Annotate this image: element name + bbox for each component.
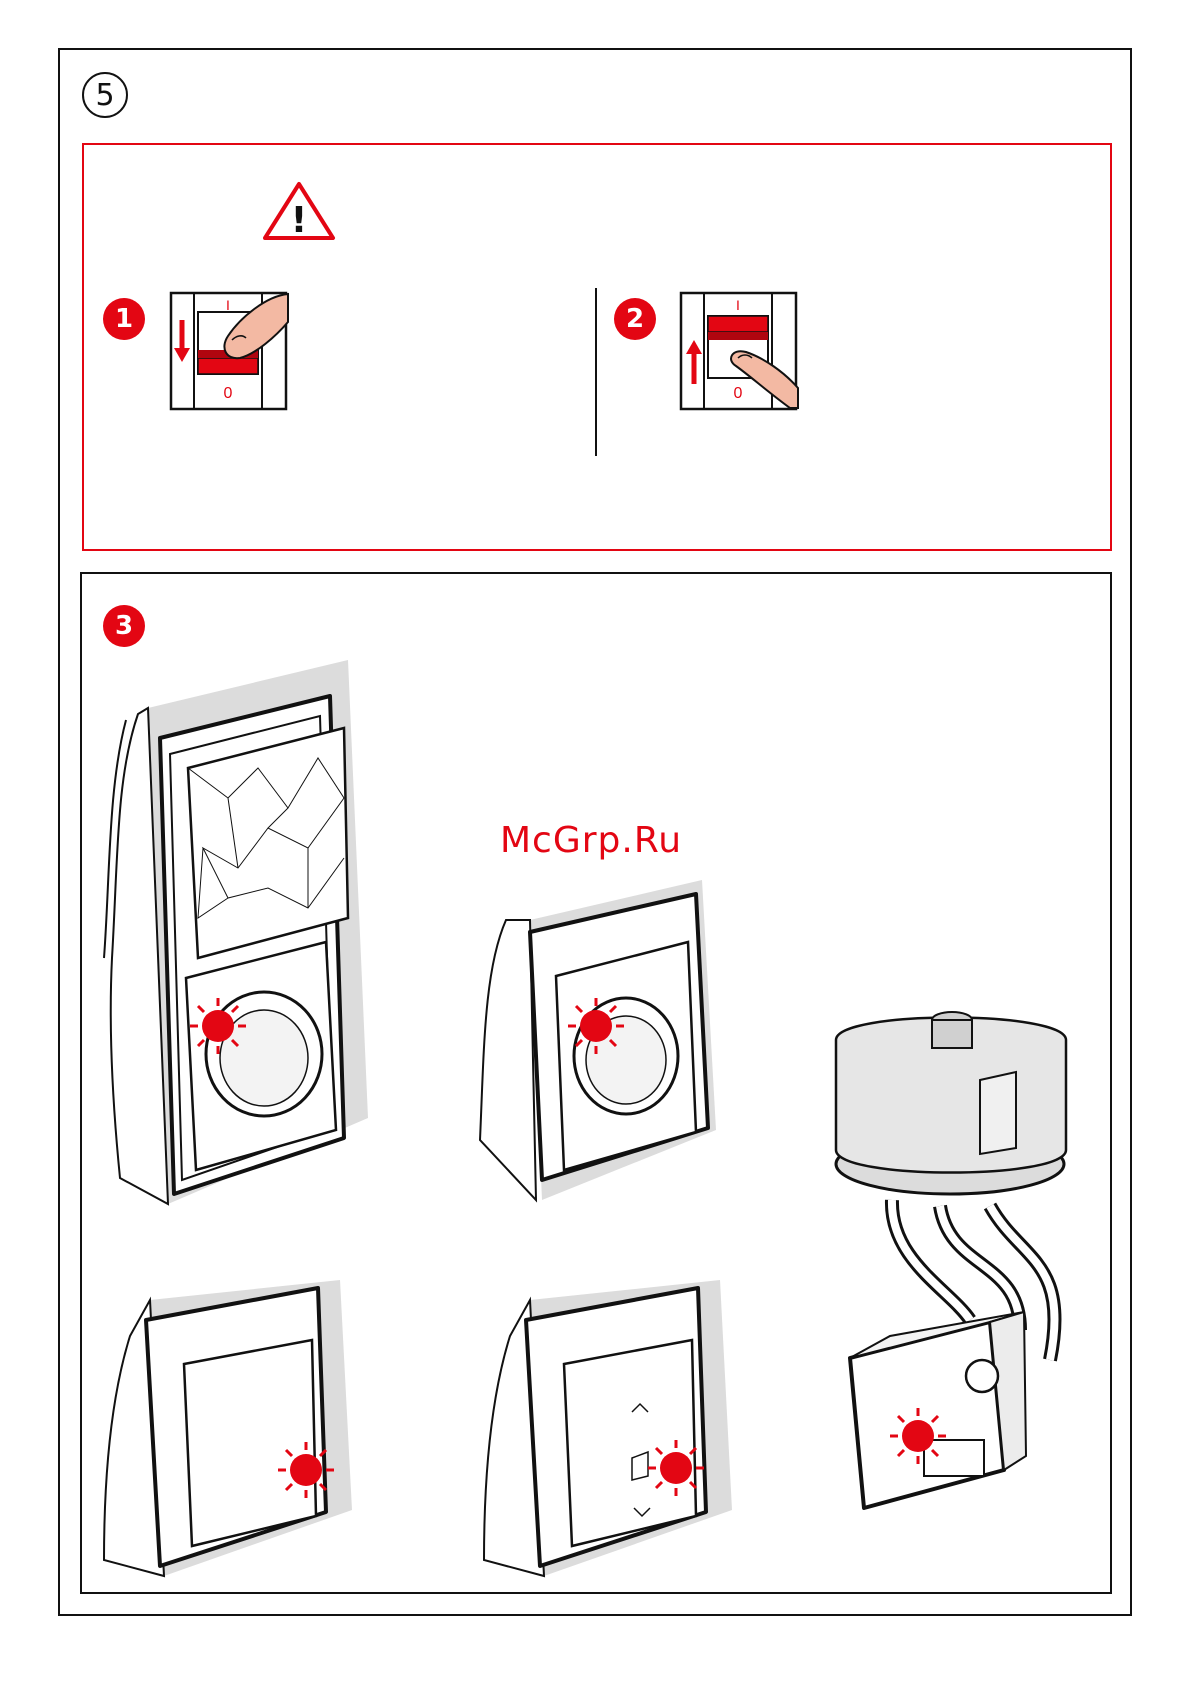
step-2-badge-text: 2 bbox=[626, 304, 644, 334]
switch-off-label: 0 bbox=[734, 385, 743, 402]
switch-frame-illustration bbox=[100, 1280, 360, 1580]
junction-box-module-illustration bbox=[820, 1000, 1100, 1520]
single-frame-socket-illustration bbox=[470, 880, 730, 1210]
step-2-badge: 2 bbox=[614, 298, 656, 340]
warning-triangle-icon: ! bbox=[262, 180, 336, 242]
step-1-badge: 1 bbox=[103, 298, 145, 340]
step-1-badge-text: 1 bbox=[115, 304, 133, 334]
step-number-text: 5 bbox=[95, 78, 114, 113]
breaker-switch-off-illustration: I 0 bbox=[170, 292, 288, 410]
step-3-badge-text: 3 bbox=[115, 611, 133, 641]
breaker-switch-on-illustration: I 0 bbox=[680, 292, 798, 410]
switch-on-label: I bbox=[226, 297, 230, 313]
switch-off-label: 0 bbox=[224, 385, 233, 402]
step-3-badge: 3 bbox=[103, 605, 145, 647]
warning-symbol: ! bbox=[291, 200, 307, 241]
double-frame-socket-illustration bbox=[108, 658, 368, 1204]
shutter-switch-frame-illustration bbox=[480, 1280, 740, 1580]
watermark-text: McGrp.Ru bbox=[500, 820, 682, 861]
step-number: 5 bbox=[82, 72, 128, 118]
steps-divider bbox=[595, 288, 597, 456]
switch-on-label: I bbox=[736, 297, 740, 313]
